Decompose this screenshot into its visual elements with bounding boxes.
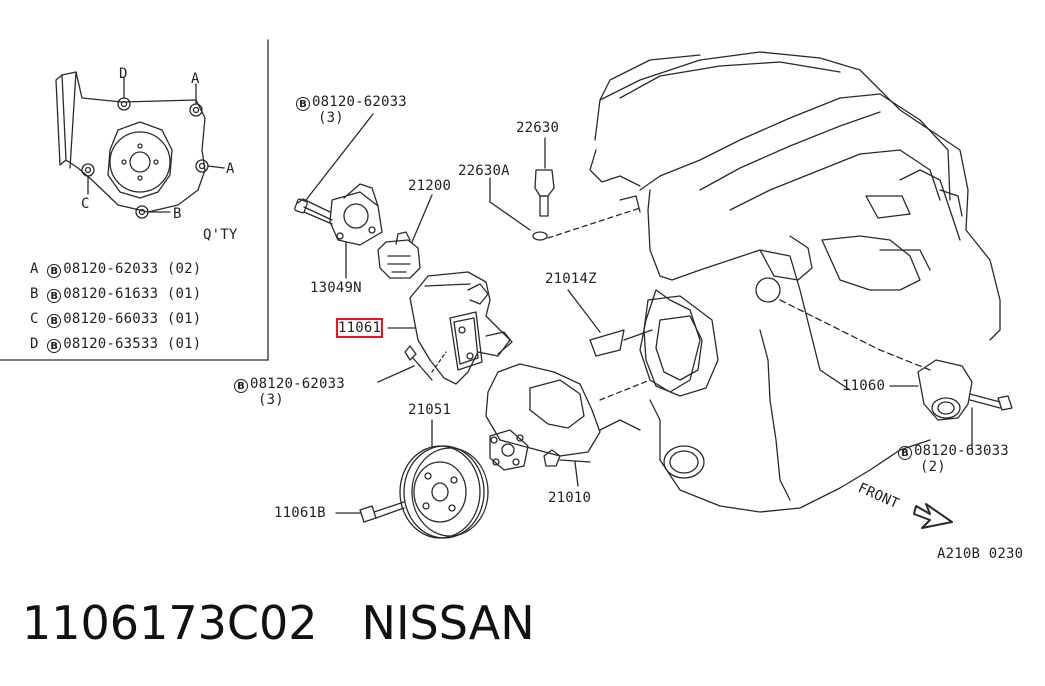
inset-row-qty: (01) bbox=[166, 286, 202, 302]
inset-label-c: C bbox=[81, 196, 90, 212]
callout-22630a[interactable]: 22630A bbox=[458, 163, 510, 179]
callout-11060[interactable]: 11060 bbox=[842, 378, 886, 394]
callout-part: 08120-63033 bbox=[914, 443, 1009, 459]
inset-row-qty: (02) bbox=[166, 261, 202, 277]
water-outlet-drawing bbox=[377, 271, 513, 385]
callout-22630[interactable]: 22630 bbox=[516, 120, 560, 136]
callout-21051[interactable]: 21051 bbox=[408, 402, 452, 418]
callout-bolt-top-qty: (3) bbox=[318, 110, 344, 126]
callout-13049n[interactable]: 13049N bbox=[310, 280, 362, 296]
callout-21200[interactable]: 21200 bbox=[408, 178, 452, 194]
callout-bolt-right-qty: (2) bbox=[920, 459, 946, 475]
inset-row-letter: B bbox=[30, 286, 39, 302]
inset-row-part: 08120-61633 bbox=[63, 286, 159, 302]
inset-label-b: B bbox=[173, 206, 182, 222]
inset-row-part: 08120-63533 bbox=[63, 336, 159, 352]
gasket-drawing bbox=[567, 289, 653, 357]
callout-part: 08120-62033 bbox=[312, 94, 407, 110]
callout-part: 08120-62033 bbox=[250, 376, 345, 392]
inset-label-a-right: A bbox=[226, 161, 235, 177]
circle-b-icon: B bbox=[296, 97, 310, 111]
inset-label-a-top: A bbox=[191, 71, 200, 87]
inset-housing-drawing bbox=[55, 71, 225, 219]
footer-brand: NISSAN bbox=[361, 596, 535, 650]
footer-part-number: 1106173C02 bbox=[22, 596, 318, 650]
callout-21010[interactable]: 21010 bbox=[548, 490, 592, 506]
temp-sensor-drawing bbox=[489, 137, 641, 241]
inset-row-letter: D bbox=[30, 336, 39, 352]
circle-b-icon: B bbox=[47, 339, 62, 353]
callout-11061-highlighted[interactable]: 11061 bbox=[335, 318, 384, 338]
inset-row-part: 08120-62033 bbox=[63, 261, 159, 277]
callout-bolt-mid-qty: (3) bbox=[258, 392, 284, 408]
inset-row-part: 08120-66033 bbox=[63, 311, 159, 327]
inset-label-d: D bbox=[119, 66, 128, 82]
engine-block-drawing bbox=[589, 51, 1001, 513]
inset-qty-label: Q'TY bbox=[203, 227, 238, 243]
circle-b-icon: B bbox=[898, 446, 912, 460]
circle-b-icon: B bbox=[234, 379, 248, 393]
footer-caption: 1106173C02 NISSAN bbox=[22, 596, 535, 650]
circle-b-icon: B bbox=[47, 314, 62, 328]
thermostat-housing-drawing bbox=[294, 113, 383, 279]
callout-11061b[interactable]: 11061B bbox=[274, 505, 326, 521]
front-arrow-drawing bbox=[913, 503, 953, 529]
circle-b-icon: B bbox=[47, 264, 62, 278]
inset-row-letter: C bbox=[30, 311, 39, 327]
circle-b-icon: B bbox=[47, 289, 62, 303]
pulley-drawing bbox=[335, 419, 489, 539]
inset-row-qty: (01) bbox=[166, 311, 202, 327]
inset-row-letter: A bbox=[30, 261, 39, 277]
diagram-code: A210B 0230 bbox=[937, 546, 1024, 562]
outlet-11060-drawing bbox=[889, 359, 1013, 451]
inset-frame bbox=[0, 39, 269, 361]
water-pump-drawing bbox=[485, 363, 651, 487]
inset-row-qty: (01) bbox=[166, 336, 202, 352]
callout-21014z[interactable]: 21014Z bbox=[545, 271, 597, 287]
thermostat-drawing bbox=[377, 194, 433, 279]
